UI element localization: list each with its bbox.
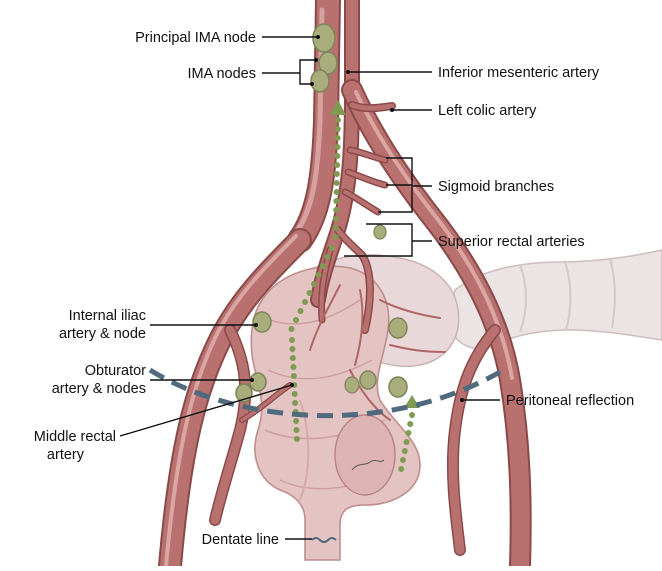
label-obturator-line1: Obturator xyxy=(85,363,146,379)
internal-iliac-node xyxy=(253,312,271,332)
label-internal-iliac-line2: artery & node xyxy=(59,326,146,342)
lymph-dot xyxy=(405,430,411,436)
lymph-dot xyxy=(311,281,317,287)
lymph-dot xyxy=(402,448,408,454)
lymph-dot xyxy=(335,135,341,141)
lymph-dot xyxy=(289,326,295,332)
lymph-dot xyxy=(325,254,331,260)
label-obturator-line2: artery & nodes xyxy=(52,381,146,397)
lymph-dot xyxy=(302,299,308,305)
lymph-dot xyxy=(404,439,410,445)
label-middle-rectal-line2: artery xyxy=(47,447,85,463)
lymph-dot xyxy=(333,216,339,222)
label-left-colic-artery: Left colic artery xyxy=(438,103,537,119)
lymph-dot xyxy=(407,421,413,427)
lymph-dot xyxy=(294,427,300,433)
lymph-dot xyxy=(334,171,340,177)
lymph-dot xyxy=(333,198,339,204)
lymph-dot xyxy=(335,117,341,123)
lymph-dot xyxy=(307,290,313,296)
sigmoid-node xyxy=(374,225,386,239)
lymph-dot xyxy=(333,225,339,231)
lymph-dot xyxy=(400,457,406,463)
mesorectal-node xyxy=(345,377,359,393)
lymph-dot xyxy=(334,162,340,168)
lymph-dot xyxy=(320,263,326,269)
lymph-dot xyxy=(334,189,340,195)
lymph-dot xyxy=(293,418,299,424)
label-middle-rectal-line1: Middle rectal xyxy=(34,429,116,445)
label-peritoneal-reflection: Peritoneal reflection xyxy=(506,393,634,409)
lymph-dot xyxy=(398,466,404,472)
lymph-dot xyxy=(409,412,415,418)
mesorectal-node xyxy=(389,377,407,397)
lymph-dot xyxy=(329,245,335,251)
lymph-dot xyxy=(289,346,295,352)
lymph-dot xyxy=(290,364,296,370)
obturator-node xyxy=(250,373,266,391)
ima-node xyxy=(311,70,329,92)
label-ima-nodes: IMA nodes xyxy=(187,66,256,82)
lymph-dot xyxy=(333,234,339,240)
lymph-dot xyxy=(333,207,339,213)
lymph-dot xyxy=(294,436,300,442)
lymph-dot xyxy=(290,355,296,361)
label-sigmoid-branches: Sigmoid branches xyxy=(438,179,554,195)
lymph-dot xyxy=(334,153,340,159)
lymph-dot xyxy=(335,126,341,132)
lymph-dot xyxy=(291,373,297,379)
lymph-dot xyxy=(292,400,298,406)
label-superior-rectal-arteries: Superior rectal arteries xyxy=(438,234,585,250)
label-dentate-line: Dentate line xyxy=(202,532,279,548)
lymph-dot xyxy=(289,337,295,343)
lymph-dot xyxy=(298,308,304,314)
label-inferior-mesenteric-artery: Inferior mesenteric artery xyxy=(438,65,600,81)
mesorectal-node xyxy=(389,318,407,338)
lymph-dot xyxy=(316,272,322,278)
lymph-dot xyxy=(293,317,299,323)
lymph-dot xyxy=(335,144,341,150)
mesorectal-node xyxy=(360,371,376,389)
label-internal-iliac-line1: Internal iliac xyxy=(69,308,146,324)
lymph-dot xyxy=(334,180,340,186)
label-principal-ima-node: Principal IMA node xyxy=(135,30,256,46)
lymph-dot xyxy=(292,391,298,397)
